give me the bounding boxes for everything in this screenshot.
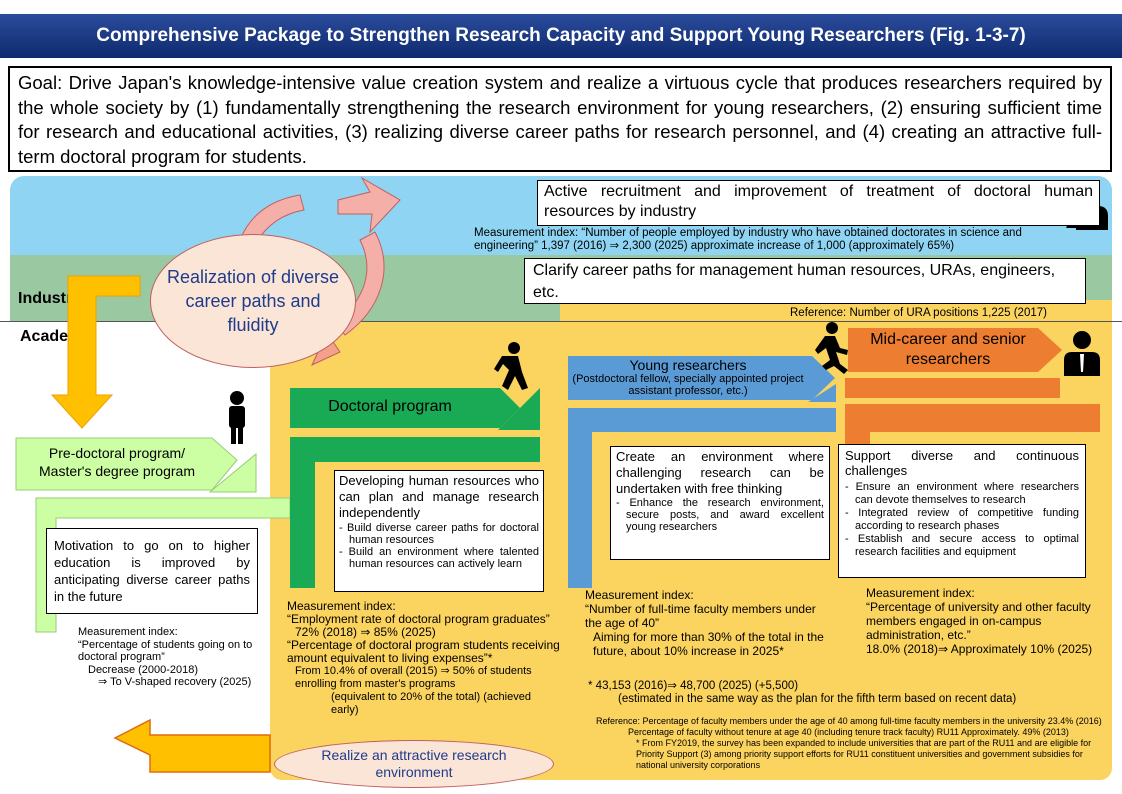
young-index: Measurement index: “Number of full-time … (585, 588, 833, 658)
young-index-2: * 43,153 (2016)⇒ 48,700 (2025) (+5,500) (588, 680, 799, 692)
doctoral-index-title: Measurement index: (287, 599, 396, 613)
cycle-arrow-head-icon (337, 176, 401, 234)
doctoral-index-2: “Percentage of doctoral program students… (287, 638, 560, 665)
predoc-index: Measurement index: “Percentage of studen… (78, 626, 274, 689)
predoctoral-arrow (15, 437, 238, 491)
predoc-index-3: ⇒ To V-shaped recovery (2025) (98, 676, 252, 688)
predoc-index-title: Measurement index: (78, 626, 178, 638)
predoc-index-2: Decrease (2000-2018) (88, 663, 199, 676)
doctoral-index-1: “Employment rate of doctoral program gra… (287, 612, 550, 626)
young-index-3: (estimated in the same way as the plan f… (618, 693, 1017, 705)
midcareer-arrow (848, 328, 1062, 372)
page-title: Comprehensive Package to Strengthen Rese… (0, 14, 1122, 58)
doctoral-box-title: Developing human resources who can plan … (339, 473, 539, 520)
young-item: - Enhance the research environment, secu… (616, 497, 824, 533)
senior-index: Measurement index: “Percentage of univer… (866, 586, 1102, 656)
senior-index-1v: 18.0% (2018)⇒ Approximately 10% (2025) (866, 642, 1093, 656)
ura-reference: Reference: Number of URA positions 1,225… (790, 307, 1047, 319)
doctoral-arrow (290, 388, 520, 428)
walking-person-icon (494, 342, 528, 390)
young-index-extra: * 43,153 (2016)⇒ 48,700 (2025) (+5,500) … (588, 680, 1108, 706)
career-box: Clarify career paths for management huma… (524, 258, 1086, 304)
young-box-title: Create an environment where challenging … (616, 449, 824, 496)
young-title: Young researchers (629, 357, 747, 373)
doctoral-item: - Build an environment where talented hu… (339, 546, 539, 570)
recruit-box: Active recruitment and improvement of tr… (537, 180, 1100, 226)
midcareer-label: Mid-career and senior researchers (870, 331, 1026, 368)
young-box: Create an environment where challenging … (610, 446, 830, 560)
industry-academia-divider (0, 321, 1122, 322)
left-arrow-icon (113, 718, 271, 773)
young-label: Young researchers (Postdoctoral fellow, … (568, 357, 808, 397)
young-arrow (568, 356, 835, 400)
industry-label: Industry (18, 290, 82, 307)
running-person-icon (815, 322, 848, 374)
predoc-box: Motivation to go on to higher education … (46, 528, 258, 614)
doctoral-index: Measurement index: “Employment rate of d… (287, 600, 561, 717)
senior-item: - Ensure an environment where researcher… (845, 481, 1079, 506)
reference-3: * From FY2019, the survey has been expan… (636, 738, 1092, 770)
doctoral-index-2n: (equivalent to 20% of the total) (achiev… (331, 691, 531, 716)
doctoral-index-1v: 72% (2018) ⇒ 85% (2025) (295, 625, 436, 639)
young-index-title: Measurement index: (585, 588, 694, 602)
young-index-1v: Aiming for more than 30% of the total in… (593, 630, 824, 658)
senior-index-title: Measurement index: (866, 586, 975, 600)
senior-index-1: “Percentage of university and other facu… (866, 600, 1091, 642)
predoc-index-1: “Percentage of students going on to doct… (78, 638, 253, 664)
doctoral-label: Doctoral program (328, 398, 452, 415)
research-env-ellipse: Realize an attractive research environme… (274, 740, 554, 788)
doctoral-box: Developing human resources who can plan … (334, 470, 544, 592)
doctoral-index-2v: From 10.4% of overall (2015) ⇒ 50% of st… (295, 665, 532, 690)
goal-box: Goal: Drive Japan's knowledge-intensive … (8, 66, 1112, 172)
businessman-icon (1064, 331, 1100, 376)
career-paths-ellipse: Realization of diverse career paths and … (150, 234, 356, 368)
senior-box: Support diverse and continuous challenge… (838, 444, 1086, 578)
young-index-1: “Number of full-time faculty members und… (585, 602, 816, 630)
senior-box-title: Support diverse and continuous challenge… (845, 448, 1079, 478)
young-subtitle: (Postdoctoral fellow, specially appointe… (572, 373, 804, 397)
down-arrow-icon (50, 275, 141, 429)
senior-item: - Integrated review of competitive fundi… (845, 507, 1079, 532)
predoctoral-label: Pre-doctoral program/ Master's degree pr… (39, 445, 195, 479)
person-icon (229, 391, 245, 444)
reference-1: Reference: Percentage of faculty members… (596, 716, 1102, 726)
doctoral-item: - Build diverse career paths for doctora… (339, 522, 539, 546)
senior-item: - Establish and secure access to optimal… (845, 533, 1079, 558)
reference-2: Percentage of faculty without tenure at … (628, 727, 1069, 737)
references: Reference: Percentage of faculty members… (596, 716, 1106, 771)
recruit-index: Measurement index: “Number of people emp… (474, 227, 1022, 252)
